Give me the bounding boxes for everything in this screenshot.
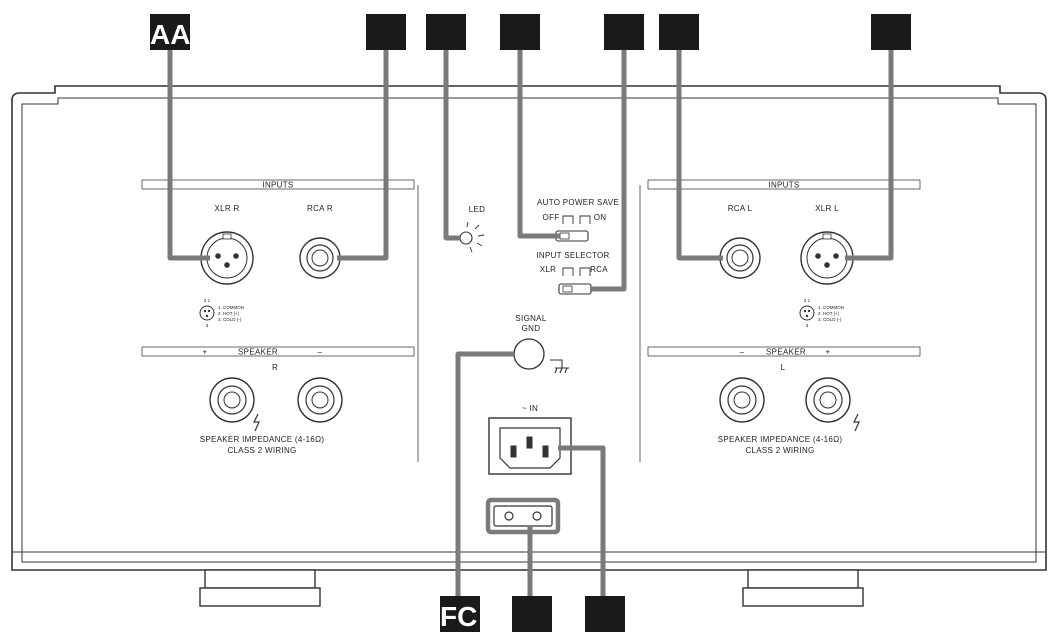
right-xlr-label: XLR L	[815, 204, 839, 213]
signal-gnd-label-1: SIGNAL	[515, 314, 546, 323]
callout-badges-bottom: FC	[440, 596, 625, 632]
right-impedance: SPEAKER IMPEDANCE (4-16Ω)	[718, 435, 843, 444]
auto-power-save-label: AUTO POWER SAVE	[537, 198, 619, 207]
speaker-terminal-r-minus[interactable]	[297, 377, 343, 423]
right-rca-label: RCA L	[728, 204, 753, 213]
led-label: LED	[469, 205, 485, 214]
left-pin-legend-1: 1. COMMON	[218, 305, 244, 310]
right-shock-icon	[853, 413, 860, 432]
signal-gnd-terminal[interactable]	[513, 338, 545, 370]
leader-frame-bracket	[485, 497, 561, 535]
left-xlr-label: XLR R	[214, 204, 239, 213]
right-pin-legend-2: 2. HOT (+)	[818, 311, 840, 316]
callout-badges-top: AA	[150, 14, 911, 50]
right-panel: INPUTS RCA L XLR L 2 1 3 1. COMMON 2. HO…	[647, 179, 921, 455]
right-pin-diagram: 2 1 3 1. COMMON 2. HOT (+) 3. COLD (-)	[799, 298, 844, 328]
right-pin-legend-3: 3. COLD (-)	[818, 317, 842, 322]
xlr-selector-label: XLR	[540, 265, 556, 274]
right-pin-top: 2 1	[804, 298, 811, 303]
rca-l-connector[interactable]	[719, 237, 761, 279]
right-speaker-plus: +	[826, 348, 831, 357]
left-pin-bottom: 3	[206, 323, 209, 328]
left-panel: INPUTS XLR R RCA R 2 1 3 1. COMMON	[141, 179, 415, 455]
speaker-terminal-r-plus[interactable]	[209, 377, 255, 423]
left-wiring: CLASS 2 WIRING	[227, 446, 296, 455]
right-inputs-header: INPUTS	[768, 181, 799, 190]
left-rca-label: RCA R	[307, 204, 333, 213]
callout-a: AA	[150, 19, 190, 50]
rca-selector-label: RCA	[590, 265, 608, 274]
xlr-r-connector[interactable]	[200, 231, 254, 285]
left-inputs-header: INPUTS	[262, 181, 293, 190]
callout-h: FC	[440, 601, 477, 632]
leader-lines	[167, 48, 894, 598]
right-speaker-header: SPEAKER	[766, 348, 806, 357]
right-speaker-minus: –	[740, 348, 745, 357]
feet	[199, 569, 864, 607]
rca-r-connector[interactable]	[299, 237, 341, 279]
input-selector-marks	[562, 267, 591, 276]
right-pin-legend-1: 1. COMMON	[818, 305, 844, 310]
left-speaker-plus: +	[203, 348, 208, 357]
signal-gnd-label-2: GND	[522, 324, 541, 333]
right-pin-bottom: 3	[806, 323, 809, 328]
section-dividers	[417, 185, 641, 462]
right-wiring: CLASS 2 WIRING	[745, 446, 814, 455]
off-label: OFF	[543, 213, 560, 222]
auto-power-save-marks	[562, 215, 591, 224]
right-channel: L	[781, 363, 786, 372]
ground-icon	[550, 359, 569, 374]
center-panel: LED AUTO POWER SAVE OFF ON INPUT SELECTO…	[459, 198, 619, 527]
left-impedance: SPEAKER IMPEDANCE (4-16Ω)	[200, 435, 325, 444]
left-speaker-minus: –	[318, 348, 323, 357]
speaker-terminal-l-minus[interactable]	[719, 377, 765, 423]
mounting-bracket	[493, 505, 553, 527]
left-pin-legend-3: 3. COLD (-)	[218, 317, 242, 322]
input-selector-label: INPUT SELECTOR	[536, 251, 609, 260]
ac-in-label: ~ IN	[522, 404, 538, 413]
left-speaker-header: SPEAKER	[238, 348, 278, 357]
left-shock-icon	[253, 413, 260, 432]
left-channel: R	[272, 363, 278, 372]
speaker-terminal-l-plus[interactable]	[805, 377, 851, 423]
left-pin-legend-2: 2. HOT (+)	[218, 311, 240, 316]
on-label: ON	[594, 213, 607, 222]
left-pin-diagram: 2 1 3 1. COMMON 2. HOT (+) 3. COLD (-)	[199, 298, 244, 328]
led-icon	[459, 221, 485, 253]
left-pin-top: 2 1	[204, 298, 211, 303]
